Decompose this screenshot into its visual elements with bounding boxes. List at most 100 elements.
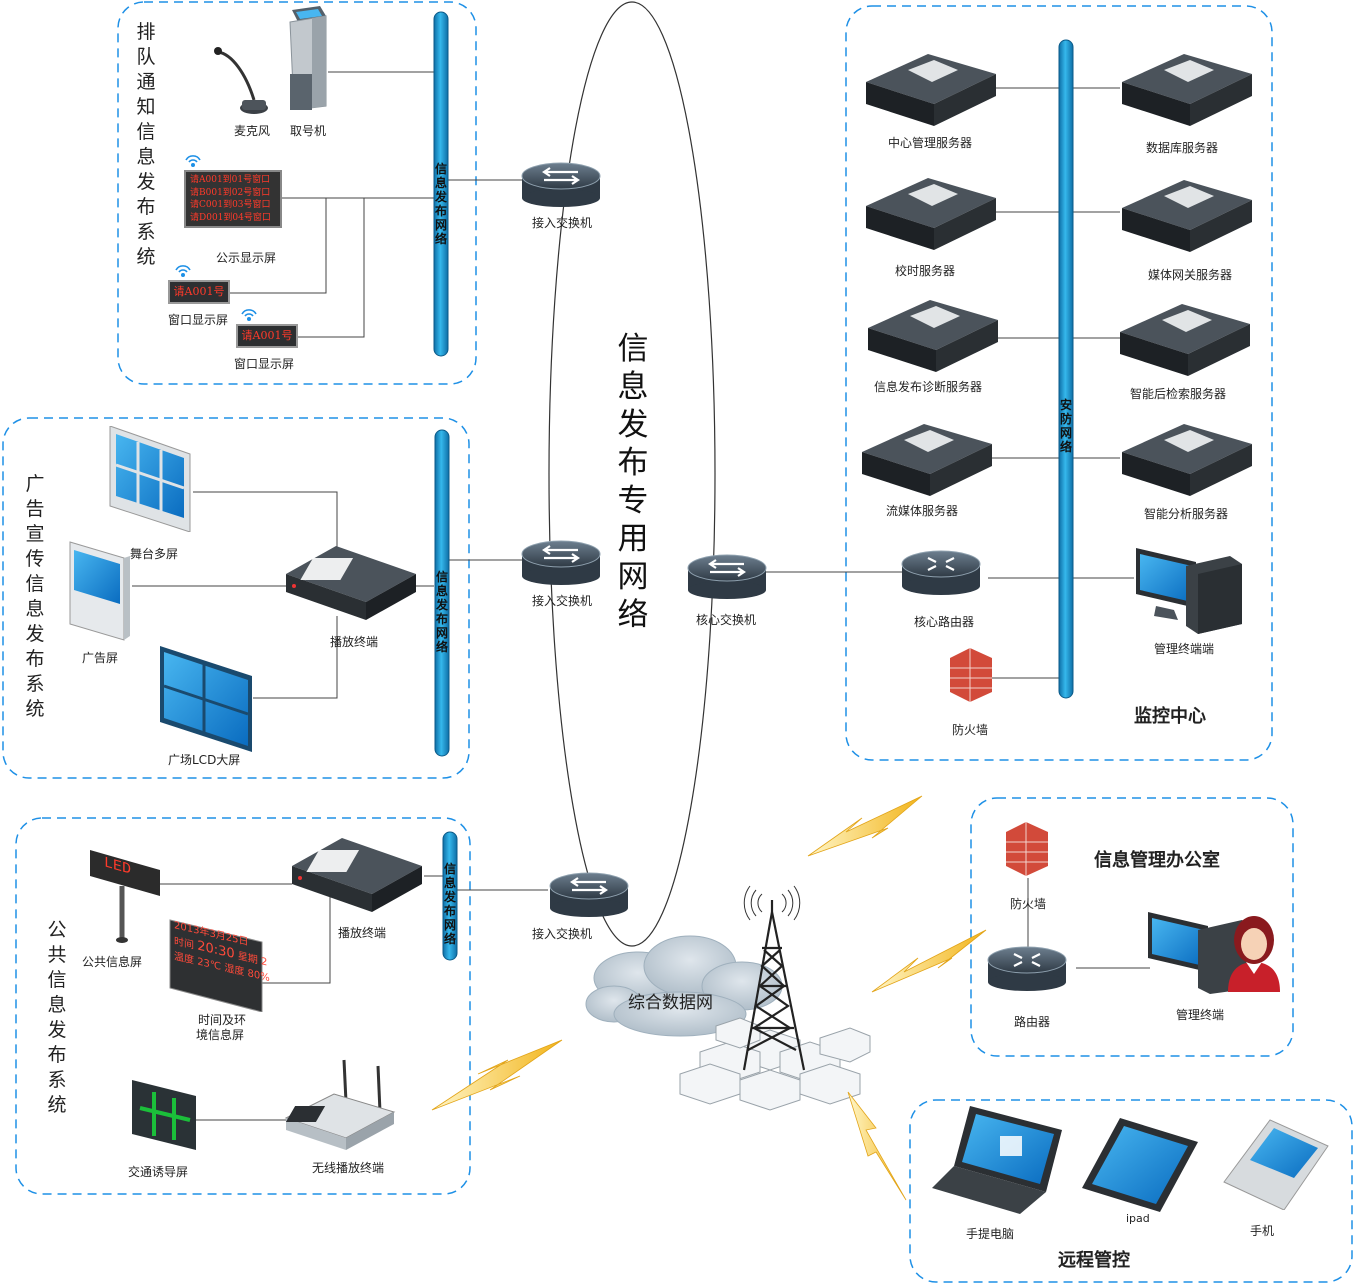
core-router-icon (901, 550, 981, 595)
wifi-icon (175, 265, 191, 277)
clock-label-1: 时间及环 (198, 1013, 247, 1027)
server-icon-2 (866, 178, 996, 250)
frame-queue (117, 1, 477, 385)
core-switch-label: 核心交换机 (696, 613, 757, 627)
server-label-7: 智能分析服务器 (1144, 507, 1229, 521)
window-display-label-2: 窗口显示屏 (234, 357, 295, 371)
cloud-integrated-data-network (585, 935, 783, 1037)
traffic-guide-screen-icon (132, 1080, 196, 1150)
server-icon-7 (1122, 424, 1252, 496)
ad-system-title: 广告宣传信息发布系统 (25, 473, 45, 720)
frame-monitor (845, 5, 1273, 761)
wifi-icon (185, 155, 201, 167)
bus-bars (433, 11, 1074, 961)
server-icon-4 (868, 300, 998, 372)
temp-value: 23℃ (197, 956, 222, 973)
server-icon-5 (1120, 304, 1250, 376)
plaza-lcd-screen-icon (160, 646, 252, 752)
wifi-icon (241, 309, 257, 321)
laptop-icon (932, 1106, 1062, 1214)
access-switch-icon-2 (521, 540, 601, 585)
hum-label: 湿度 (224, 962, 245, 979)
ipad-label: ipad (1126, 1212, 1150, 1225)
remote-title: 远程管控 (1058, 1250, 1130, 1271)
firewall-label-1: 防火墙 (952, 723, 989, 737)
public-display-screen: 请A001到01号窗口请B001到02号窗口请C001到03号窗口请D001到0… (184, 170, 282, 228)
access-switch-label-1: 接入交换机 (532, 216, 593, 230)
queue-system-title: 排队通知信息发布系统 (136, 21, 156, 268)
phone-icon (1223, 1119, 1329, 1210)
cloud-label: 综合数据网 (628, 993, 713, 1013)
player-label-1: 播放终端 (330, 635, 379, 649)
server-icon-0 (866, 54, 996, 126)
main-network-ring (548, 1, 716, 947)
public-display-row: 请A001到01号窗口 (190, 175, 271, 185)
ticket-machine-icon (289, 6, 327, 110)
lcd-screen-label: 广场LCD大屏 (168, 753, 241, 767)
public-display-label: 公示显示屏 (216, 251, 277, 265)
window-display-label-1: 窗口显示屏 (168, 313, 229, 327)
window-display-2: 请A001号 (236, 324, 298, 348)
public-system-title: 公共信息发布系统 (47, 919, 67, 1116)
access-switch-icon-1 (521, 162, 601, 207)
ad-screen-icon (69, 541, 130, 641)
core-switch-icon (687, 554, 767, 599)
access-switch-icon-3 (549, 872, 629, 917)
temp-label: 温度 (174, 951, 194, 967)
access-switch-label-3: 接入交换机 (532, 927, 593, 941)
ad-screen-label: 广告屏 (82, 651, 119, 665)
traffic-label: 交通诱导屏 (128, 1165, 189, 1179)
stage-screen-label: 舞台多屏 (130, 547, 179, 561)
player-label-2: 播放终端 (338, 926, 387, 940)
player-terminal-icon (292, 838, 422, 912)
wireless-player-icon (284, 1059, 396, 1150)
wireless-bolts (431, 795, 987, 1201)
cell-tower (679, 1017, 871, 1111)
phone-label: 手机 (1250, 1224, 1275, 1238)
management-pc-icon (1136, 548, 1242, 634)
microphone-icon (214, 47, 268, 114)
public-display-row: 请D001到04号窗口 (190, 212, 271, 223)
terminal-label-2: 管理终端 (1176, 1008, 1225, 1022)
public-bus-label: 信息发布网络 (443, 862, 456, 946)
player-terminal-icon (286, 546, 416, 620)
microphone-label: 麦克风 (234, 124, 271, 138)
frame-remote (909, 1099, 1353, 1283)
access-switch-label-2: 接入交换机 (532, 594, 593, 608)
server-label-4: 信息发布诊断服务器 (874, 380, 983, 394)
monitor-title: 监控中心 (1134, 706, 1206, 727)
server-label-0: 中心管理服务器 (888, 136, 973, 150)
server-label-1: 数据库服务器 (1146, 141, 1219, 155)
ticket-machine-label: 取号机 (290, 124, 327, 138)
firewall-icon (1006, 822, 1048, 876)
window-display-1: 请A001号 (168, 280, 230, 304)
laptop-label: 手提电脑 (966, 1227, 1015, 1241)
server-icon-6 (862, 424, 992, 496)
security-bus-label: 安防网络 (1059, 398, 1072, 454)
clock-env-screen-icon (169, 919, 263, 1012)
frame-ad (2, 417, 470, 779)
firewall-label-2: 防火墙 (1010, 897, 1047, 911)
user-avatar-icon (1228, 916, 1280, 992)
ad-bus-label: 信息发布网络 (435, 570, 448, 654)
public-display-row: 请C001到03号窗口 (190, 200, 271, 210)
frame-public (15, 817, 471, 1195)
led-label: 公共信息屏 (82, 955, 143, 969)
router-label: 路由器 (1014, 1015, 1051, 1029)
wireless-player-label: 无线播放终端 (312, 1161, 385, 1175)
main-network-label: 信息发布专用网络 (617, 331, 649, 633)
firewall-icon (950, 648, 992, 702)
stage-multi-screen-icon (109, 426, 191, 532)
clock-label-2: 境信息屏 (196, 1028, 245, 1042)
led-sign-icon (90, 850, 160, 943)
server-label-3: 媒体网关服务器 (1148, 268, 1233, 282)
server-icon-3 (1122, 180, 1252, 252)
office-title: 信息管理办公室 (1094, 850, 1220, 871)
server-label-5: 智能后检索服务器 (1130, 387, 1227, 401)
server-icon-1 (1122, 54, 1252, 126)
terminal-label-1: 管理终端端 (1154, 642, 1215, 656)
frame-office (970, 797, 1294, 1057)
queue-bus-label: 信息发布网络 (434, 162, 447, 246)
